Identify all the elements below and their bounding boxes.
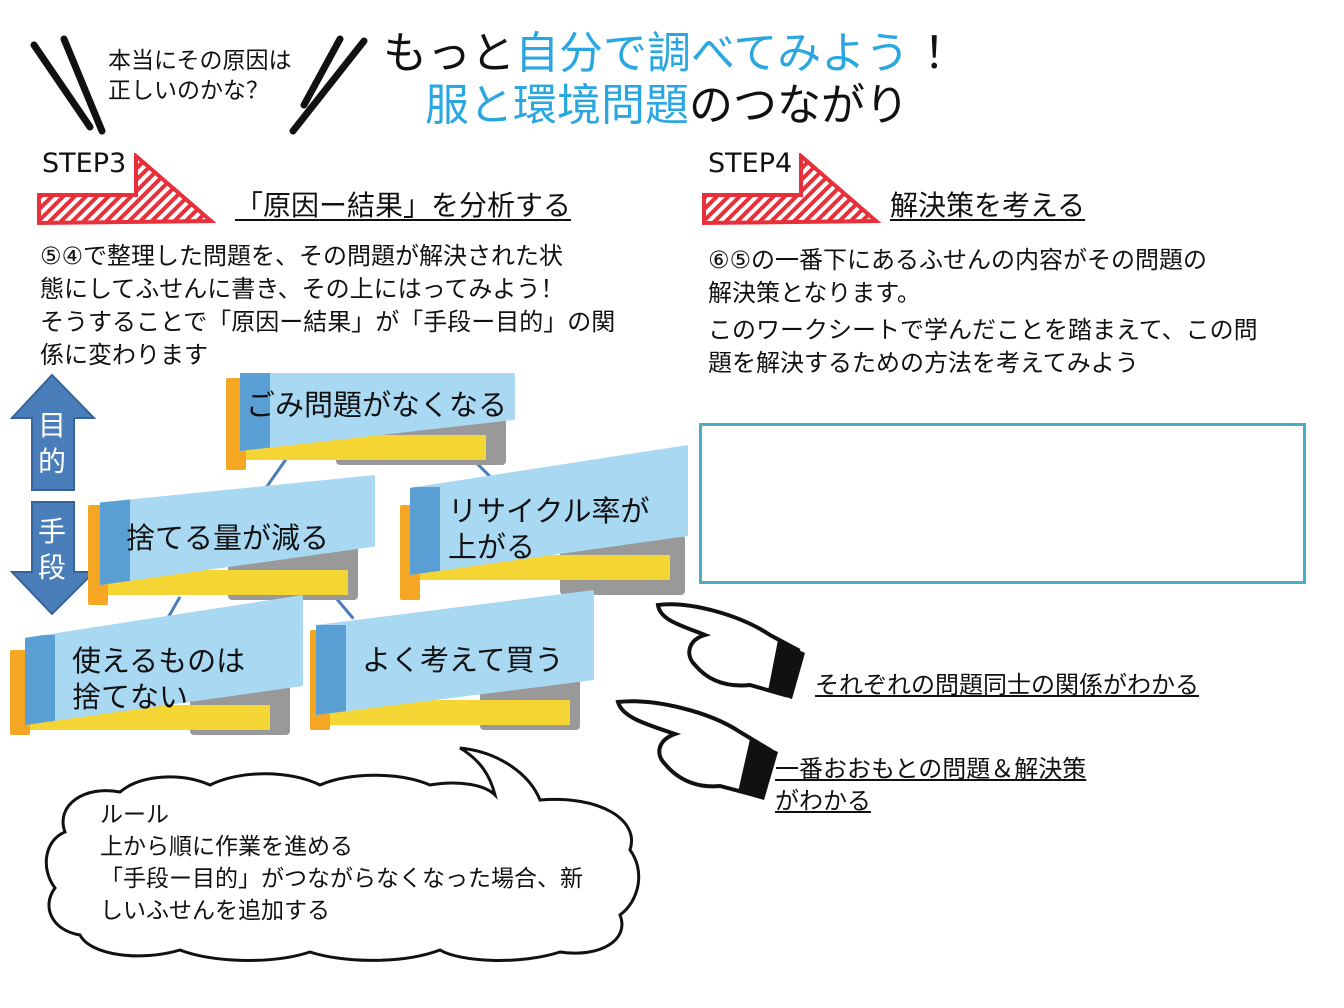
step3-heading: 「原因ー結果」を分析する: [235, 189, 572, 222]
title-line-1: もっと自分で調べてみよう ！: [383, 28, 967, 80]
step3-label: STEP3: [42, 148, 127, 179]
instruction-line: 題を解決するための方法を考えてみよう: [708, 349, 1139, 377]
step3-instructions: ⑤④で整理した問題を、その問題が解決された状 態にしてふせんに書き、その上にはっ…: [40, 240, 640, 372]
step4-label: STEP4: [708, 148, 793, 179]
instruction-line: 態にしてふせんに書き、その上にはってみよう！: [40, 275, 565, 303]
solution-answer-box[interactable]: [699, 423, 1306, 584]
point-line: 一番おおもとの問題＆解決策: [775, 755, 1087, 783]
step4-arrow-icon: [702, 153, 881, 226]
callout-line: 本当にその原因は: [108, 48, 292, 74]
sticky-note-bottom-left: 使えるものは捨てない: [10, 595, 305, 740]
rules-text: ルール 上から順に作業を進める 「手段ー目的」がつながらなくなった場合、新 しい…: [100, 799, 583, 927]
sticky-note-bottom-right: よく考えて買う: [310, 590, 595, 740]
title-text-highlight: 自分で調べてみよう: [515, 28, 910, 79]
note-text: リサイクル率が上がる: [448, 493, 650, 565]
note-text: 捨てる量が減る: [126, 521, 330, 555]
sticky-note-mid-left: 捨てる量が減る: [88, 465, 378, 610]
note-text-line: 捨てない: [72, 680, 189, 714]
rules-title: ルール: [100, 802, 169, 828]
note-text-line: リサイクル率が: [448, 494, 650, 528]
note-text-line: 上がる: [448, 530, 536, 564]
note-text: 使えるものは捨てない: [72, 643, 245, 715]
sticky-note-top: ごみ問題がなくなる: [226, 335, 515, 470]
instruction-line: 係に変わります: [40, 341, 208, 369]
down-arrow-icon: [10, 501, 97, 616]
emphasis-lines-icon: [30, 35, 368, 135]
rule-line: 上から順に作業を進める: [100, 834, 353, 860]
step4-heading: 解決策を考える: [890, 189, 1086, 222]
title-text: のつながり: [689, 80, 909, 131]
rules-cloud-bubble: [44, 746, 641, 962]
note-text: ごみ問題がなくなる: [246, 388, 508, 422]
instruction-line: このワークシートで学んだことを踏まえて、この問: [708, 316, 1258, 344]
note-text: よく考えて買う: [362, 643, 564, 677]
pointing-hand-icon: [655, 602, 805, 699]
purpose-means-arrows: [10, 373, 97, 616]
title-text-highlight: 服と環境問題: [425, 80, 689, 131]
step3-arrow-icon: [37, 153, 216, 226]
callout-text: 本当にその原因は正しいのかな？: [108, 46, 292, 106]
means-label: 手段: [38, 515, 67, 584]
sticky-note-mid-right: リサイクル率が上がる: [400, 445, 690, 605]
title-line-2: 服と環境問題のつながり: [425, 80, 909, 132]
up-arrow-icon: [10, 373, 97, 491]
point-line: がわかる: [775, 787, 871, 815]
note-text-line: 使えるものは: [72, 644, 246, 678]
pointing-hand-icon: [615, 699, 778, 800]
step4-instructions: ⑥⑤の一番下にあるふせんの内容がその問題の 解決策となります。 このワークシート…: [708, 244, 1328, 380]
title-text: ！: [923, 28, 968, 79]
instruction-line: ⑥⑤の一番下にあるふせんの内容がその問題の: [708, 246, 1208, 274]
instruction-line: そうすることで「原因ー結果」が「手段ー目的」の関: [40, 308, 616, 336]
purpose-label: 目的: [38, 409, 67, 478]
title-text: もっと: [383, 28, 515, 79]
instruction-line: 解決策となります。: [708, 279, 921, 307]
callout-line: 正しいのかな？: [108, 78, 269, 104]
point-root-problem: 一番おおもとの問題＆解決策がわかる: [775, 753, 1086, 817]
rule-line: しいふせんを追加する: [100, 898, 330, 924]
point-relationships: それぞれの問題同士の関係がわかる: [815, 671, 1199, 699]
instruction-line: ⑤④で整理した問題を、その問題が解決された状: [40, 242, 564, 270]
rule-line: 「手段ー目的」がつながらなくなった場合、新: [100, 866, 583, 892]
